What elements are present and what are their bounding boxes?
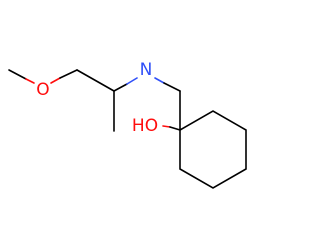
bond-methyl-o [8,69,27,80]
bond-ch2-ch [76,69,115,92]
bond-methyl-o-colored [25,78,35,84]
bond-ch-n-colored [126,77,138,85]
bond-ringc-oh-colored [162,125,171,128]
methoxy-oxygen-label: O [36,80,49,100]
bond-ch-n [113,83,128,92]
bond-n-ch2-colored [154,77,165,84]
cyclohexane-ring [179,110,247,189]
hydroxyl-label: HO [132,116,158,136]
bond-ringc-oh [169,126,181,131]
amine-nitrogen-label: N [140,60,153,80]
bond-o-ch2-colored [50,77,61,84]
molecule-structure: O N HO [8,60,247,189]
bond-o-ch2 [59,69,78,79]
bond-n-ch2 [163,82,181,92]
